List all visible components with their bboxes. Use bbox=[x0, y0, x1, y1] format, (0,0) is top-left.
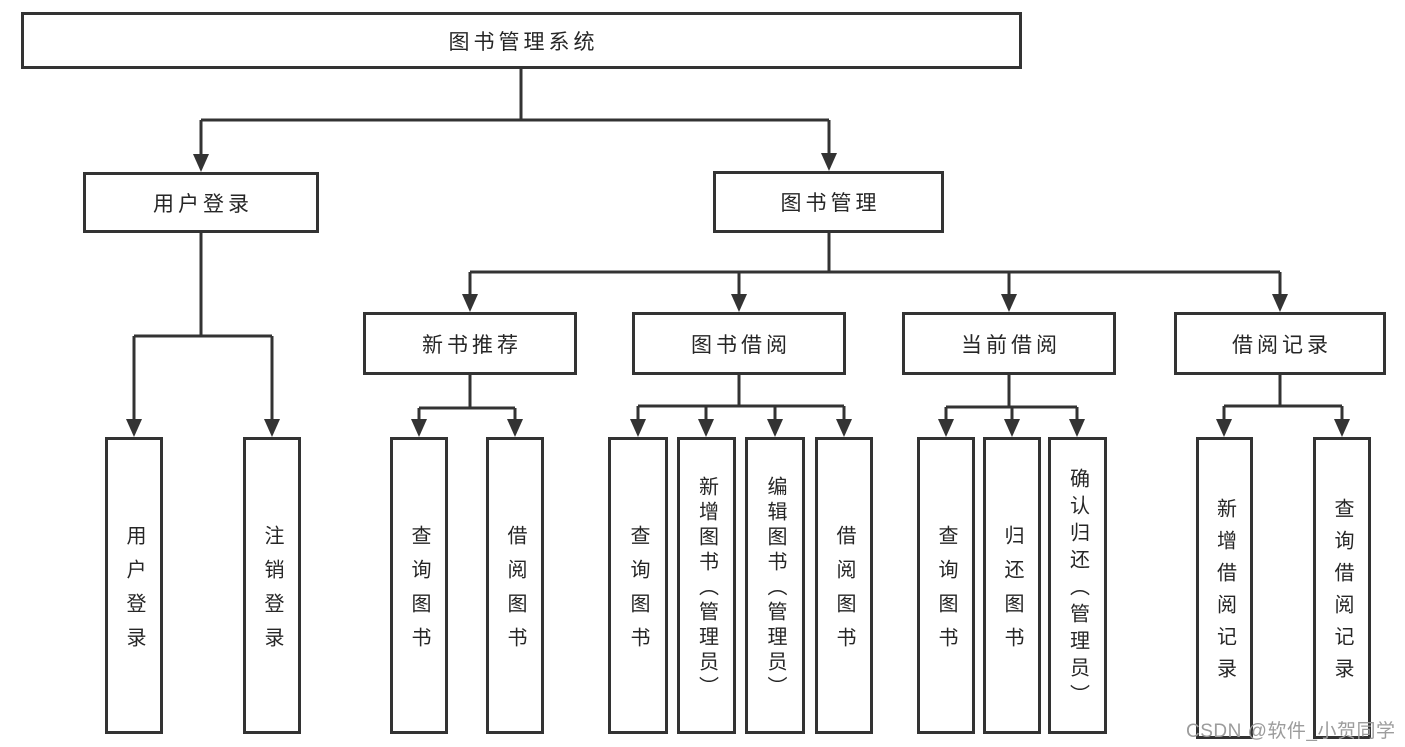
arrow-icon bbox=[698, 419, 714, 437]
node-confirm-return-admin: 确认归还（管理员） bbox=[1048, 437, 1107, 734]
node-label: 用户登录 bbox=[123, 524, 145, 661]
node-root: 图书管理系统 bbox=[21, 12, 1022, 69]
arrow-icon bbox=[731, 294, 747, 312]
node-label: 查询图书 bbox=[627, 524, 649, 661]
node-label: 归还图书 bbox=[1001, 524, 1023, 661]
node-label: 查询图书 bbox=[935, 524, 957, 661]
arrow-icon bbox=[507, 419, 523, 437]
node-label: 借阅图书 bbox=[504, 524, 526, 661]
node-label: 当前借阅 bbox=[961, 333, 1061, 357]
node-user-login-leaf: 用户登录 bbox=[105, 437, 163, 734]
arrow-icon bbox=[1216, 419, 1232, 437]
arrow-icon bbox=[193, 154, 209, 172]
node-book-management: 图书管理 bbox=[713, 171, 944, 233]
node-query-books-current: 查询图书 bbox=[917, 437, 975, 734]
node-label: 确认归还（管理员） bbox=[1066, 467, 1089, 711]
node-label: 编辑图书（管理员） bbox=[764, 475, 786, 701]
node-label: 借阅记录 bbox=[1232, 333, 1332, 357]
node-borrowing-records: 借阅记录 bbox=[1174, 312, 1386, 375]
node-return-books: 归还图书 bbox=[983, 437, 1041, 734]
node-logout-leaf: 注销登录 bbox=[243, 437, 301, 734]
node-label: 借阅图书 bbox=[833, 524, 855, 661]
node-current-borrowing: 当前借阅 bbox=[902, 312, 1116, 375]
arrow-icon bbox=[264, 419, 280, 437]
arrow-icon bbox=[767, 419, 783, 437]
node-book-borrowing: 图书借阅 bbox=[632, 312, 846, 375]
arrow-icon bbox=[1069, 419, 1085, 437]
node-user-login-branch: 用户登录 bbox=[83, 172, 319, 233]
arrow-icon bbox=[836, 419, 852, 437]
arrow-icon bbox=[1001, 294, 1017, 312]
node-root-label: 图书管理系统 bbox=[448, 30, 599, 54]
node-add-borrow-record: 新增借阅记录 bbox=[1196, 437, 1253, 739]
arrow-icon bbox=[1334, 419, 1350, 437]
node-label: 图书借阅 bbox=[691, 333, 791, 357]
watermark: CSDN @软件_小贺同学 bbox=[1186, 721, 1396, 742]
arrow-icon bbox=[411, 419, 427, 437]
arrow-icon bbox=[126, 419, 142, 437]
node-add-books-admin: 新增图书（管理员） bbox=[677, 437, 736, 734]
arrow-icon bbox=[938, 419, 954, 437]
arrow-icon bbox=[1272, 294, 1288, 312]
arrow-icon bbox=[462, 294, 478, 312]
node-label: 查询图书 bbox=[408, 524, 430, 661]
node-label: 新增图书（管理员） bbox=[695, 475, 718, 701]
node-label: 注销登录 bbox=[261, 524, 283, 661]
node-query-books-recommend: 查询图书 bbox=[390, 437, 448, 734]
arrow-icon bbox=[630, 419, 646, 437]
node-label: 查询借阅记录 bbox=[1331, 498, 1353, 690]
node-new-book-recommend: 新书推荐 bbox=[363, 312, 577, 375]
arrow-icon bbox=[1004, 419, 1020, 437]
node-label: 新增借阅记录 bbox=[1213, 498, 1236, 690]
node-query-borrow-record: 查询借阅记录 bbox=[1313, 437, 1371, 739]
node-edit-books-admin: 编辑图书（管理员） bbox=[745, 437, 805, 734]
node-label: 新书推荐 bbox=[422, 333, 522, 357]
arrow-icon bbox=[821, 153, 837, 171]
node-query-books-borrow: 查询图书 bbox=[608, 437, 668, 734]
node-borrow-books-recommend: 借阅图书 bbox=[486, 437, 544, 734]
node-label: 用户登录 bbox=[153, 192, 253, 216]
node-label: 图书管理 bbox=[780, 192, 881, 215]
node-borrow-books-borrow: 借阅图书 bbox=[815, 437, 873, 734]
